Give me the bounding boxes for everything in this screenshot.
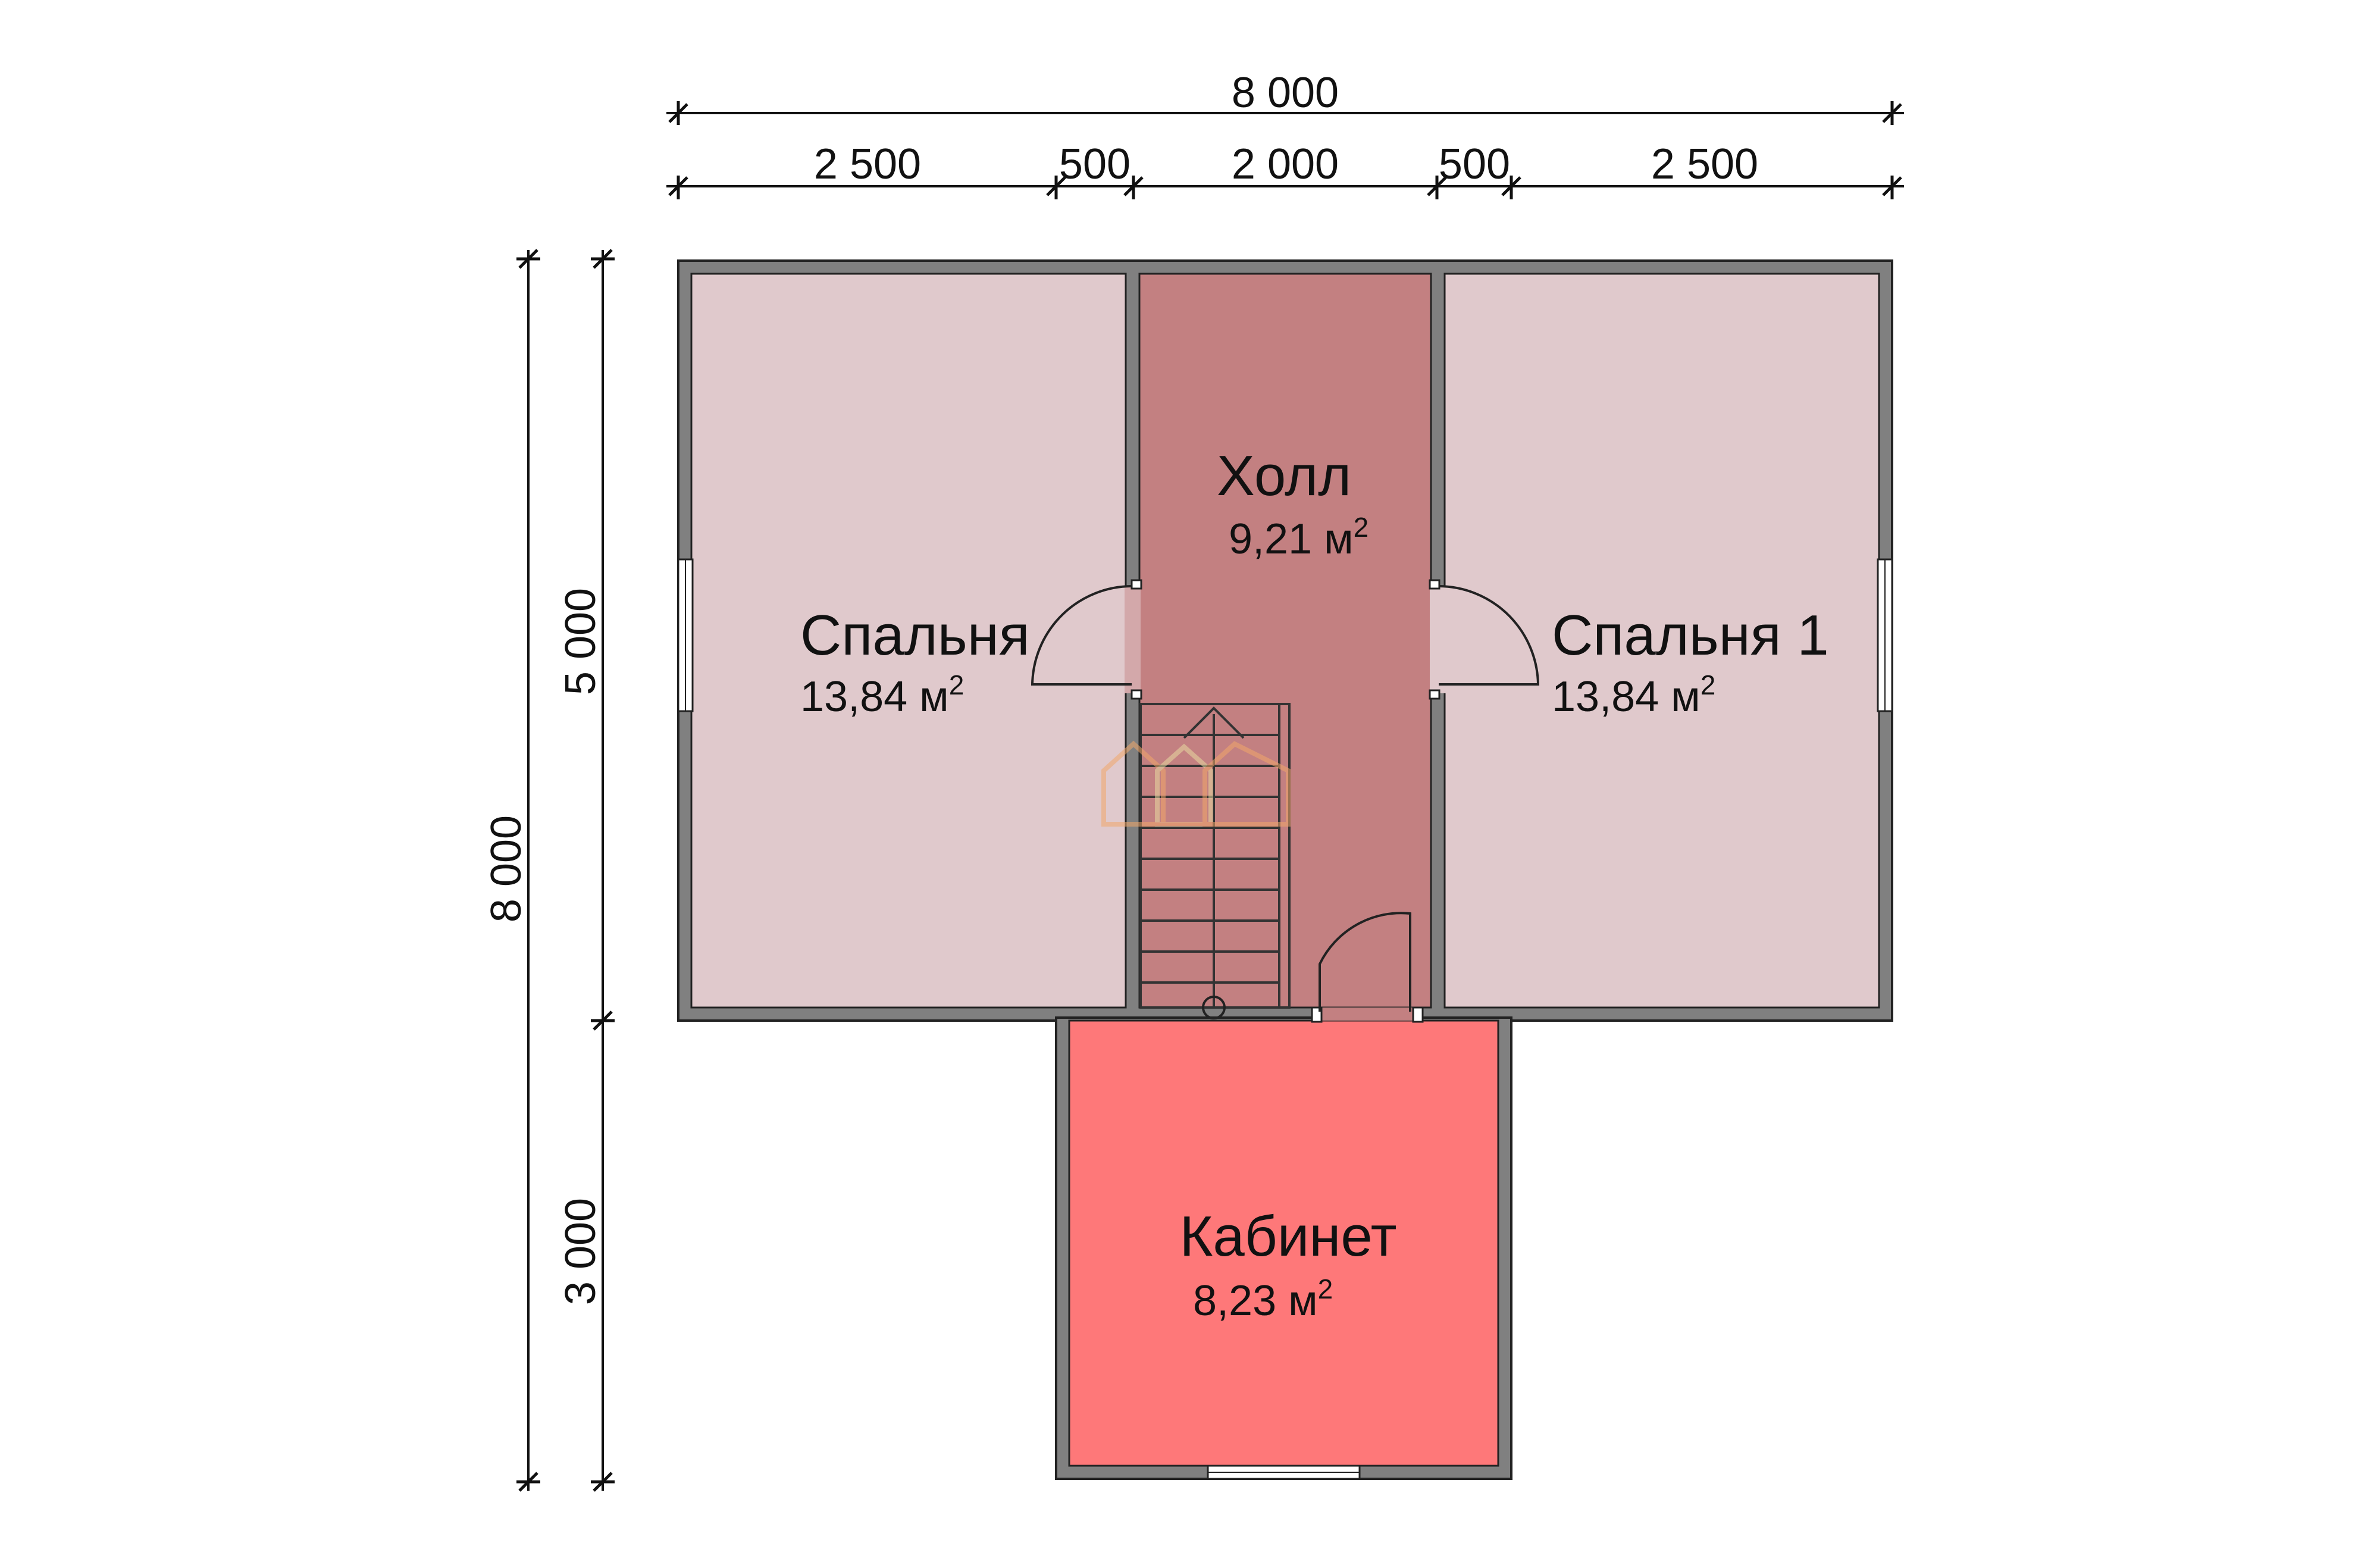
door-swing-cabinet[interactable] — [1319, 912, 1411, 1012]
left-segment-dim: 5 000 — [557, 588, 605, 695]
room-name-bedroom-right: Спальня 1 — [1552, 603, 1829, 667]
rooms — [690, 273, 1880, 1467]
dim-tick — [593, 1472, 613, 1492]
door-jamb — [1429, 689, 1440, 700]
dim-tick — [1882, 103, 1902, 123]
door-swing-left[interactable] — [1031, 585, 1132, 686]
room-bedroom-left[interactable] — [690, 273, 1127, 1009]
dim-tick — [518, 249, 538, 269]
stair-start-circle-icon — [1202, 996, 1226, 1019]
room-area-bedroom-left: 13,84 м2 — [800, 669, 964, 721]
room-area-cabinet: 8,23 м2 — [1193, 1274, 1333, 1325]
dim-tick — [518, 1472, 538, 1492]
top-segment-dim: 500 — [1439, 140, 1510, 188]
door-jamb — [1130, 689, 1142, 700]
door-jamb — [1412, 1006, 1424, 1023]
top-segment-dim: 2 500 — [1651, 140, 1758, 188]
door-jamb — [1429, 579, 1440, 590]
door-swing-right[interactable] — [1438, 585, 1540, 686]
staircase[interactable] — [1139, 703, 1291, 1019]
top-total-dim: 8 000 — [1232, 69, 1339, 117]
room-area-bedroom-right: 13,84 м2 — [1552, 669, 1715, 721]
dim-tick — [593, 249, 613, 269]
doors — [1031, 579, 1540, 1023]
top-dimensions: 8 000 2 500 500 2 000 500 2 500 — [666, 69, 1904, 199]
door-jamb — [1130, 579, 1142, 590]
room-labels: Спальня 13,84 м2 Холл 9,21 м2 Спальня 1 … — [800, 444, 1829, 1325]
door-opening-left-tint — [1125, 586, 1141, 693]
room-name-cabinet: Кабинет — [1179, 1204, 1396, 1268]
dim-tick — [593, 1010, 613, 1031]
room-name-hall: Холл — [1217, 444, 1351, 508]
room-cabinet[interactable] — [1068, 1019, 1499, 1467]
watermark-house-logo-icon — [1101, 740, 1291, 827]
stair-arrow-icon — [1183, 706, 1245, 739]
room-name-bedroom-left: Спальня — [800, 603, 1030, 667]
top-segment-dim: 500 — [1059, 140, 1130, 188]
door-opening-cabinet — [1321, 1008, 1419, 1021]
left-dimensions: 8 000 5 000 3 000 — [483, 249, 615, 1492]
windows — [677, 558, 1893, 1480]
dim-tick — [668, 103, 688, 123]
left-total-dim: 8 000 — [483, 815, 530, 922]
room-area-hall: 9,21 м2 — [1229, 512, 1368, 563]
top-segment-dim: 2 000 — [1232, 140, 1339, 188]
left-segment-dim: 3 000 — [557, 1198, 605, 1305]
room-hall[interactable] — [1138, 273, 1432, 1009]
top-segment-dim: 2 500 — [814, 140, 921, 188]
door-opening-right — [1430, 586, 1446, 693]
